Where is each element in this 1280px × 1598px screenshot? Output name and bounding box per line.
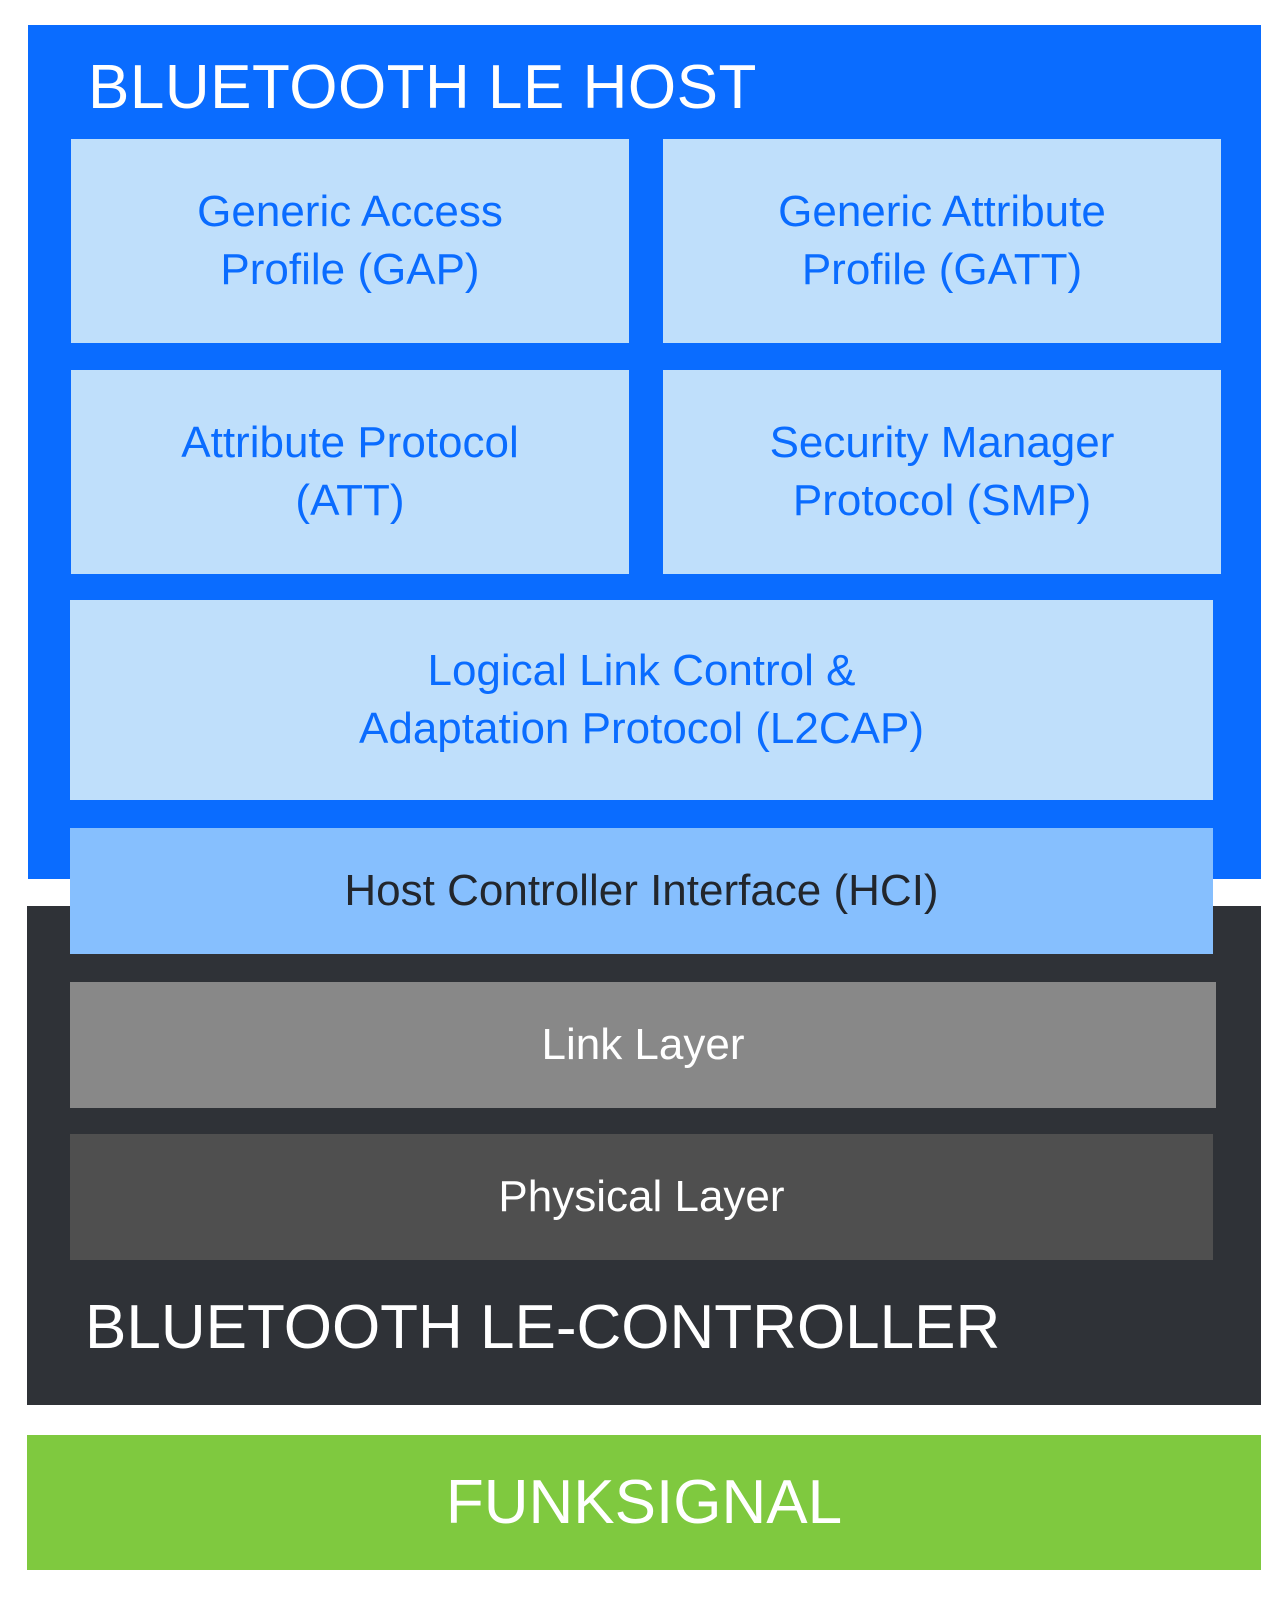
physical-layer-label: Physical Layer <box>498 1172 785 1221</box>
radio-signal-block: FUNKSIGNAL <box>27 1435 1261 1570</box>
smp-label-line-2: Protocol (SMP) <box>792 476 1092 525</box>
att-label-line-1: Attribute Protocol <box>181 418 519 467</box>
controller-title: BLUETOOTH LE-CONTROLLER <box>85 1293 1001 1362</box>
gap-label-line-1: Generic Access <box>197 187 503 236</box>
gatt-label-line-1: Generic Attribute <box>778 187 1106 236</box>
host-title: BLUETOOTH LE HOST <box>88 53 757 122</box>
gatt-label-line-2: Profile (GATT) <box>801 245 1083 294</box>
att-label-line-2: (ATT) <box>295 476 405 525</box>
link-layer-label: Link Layer <box>541 1020 745 1069</box>
gap-block: Generic Access Profile (GAP) <box>71 139 629 343</box>
att-block: Attribute Protocol (ATT) <box>71 370 629 574</box>
l2cap-label-line-2: Adaptation Protocol (L2CAP) <box>359 704 924 753</box>
radio-signal-label: FUNKSIGNAL <box>445 1468 843 1537</box>
l2cap-label-line-1: Logical Link Control & <box>427 646 856 695</box>
l2cap-block: Logical Link Control & Adaptation Protoc… <box>70 600 1213 800</box>
hci-block: Host Controller Interface (HCI) <box>70 828 1213 954</box>
physical-layer-block: Physical Layer <box>70 1134 1213 1260</box>
gatt-block: Generic Attribute Profile (GATT) <box>663 139 1221 343</box>
smp-label-line-1: Security Manager <box>769 418 1115 467</box>
link-layer-block: Link Layer <box>70 982 1216 1108</box>
smp-block: Security Manager Protocol (SMP) <box>663 370 1221 574</box>
hci-label: Host Controller Interface (HCI) <box>344 866 939 915</box>
gap-label-line-2: Profile (GAP) <box>220 245 480 294</box>
